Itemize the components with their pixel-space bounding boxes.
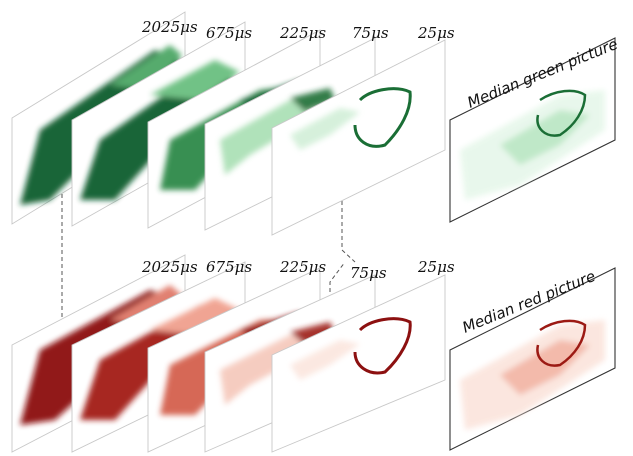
red-exposure-label-25: 25μs <box>417 258 455 276</box>
red-exposure-label-2025: 2025μs <box>141 258 198 276</box>
red-exposure-label-75: 75μs <box>350 264 387 282</box>
red-exposure-label-225: 225μs <box>279 258 326 276</box>
green-frame-25: 25μs <box>271 24 455 236</box>
green-median-picture: Median green picture <box>449 35 620 223</box>
green-row: 2025μs 675μs 225μs 75μs <box>11 11 620 236</box>
green-ring-detail <box>353 87 412 148</box>
green-exposure-label-675: 675μs <box>206 24 252 42</box>
green-exposure-label-25: 25μs <box>417 24 455 42</box>
red-row: 2025μs 675μs 225μs 75μs <box>11 254 616 453</box>
green-exposure-label-2025: 2025μs <box>141 18 198 36</box>
red-median-picture: Median red picture <box>449 267 616 451</box>
red-ring-detail <box>353 317 412 375</box>
green-exposure-label-75: 75μs <box>352 24 389 42</box>
green-exposure-label-225: 225μs <box>279 24 326 42</box>
red-frame-25: 25μs <box>271 258 455 453</box>
red-exposure-label-675: 675μs <box>206 258 252 276</box>
